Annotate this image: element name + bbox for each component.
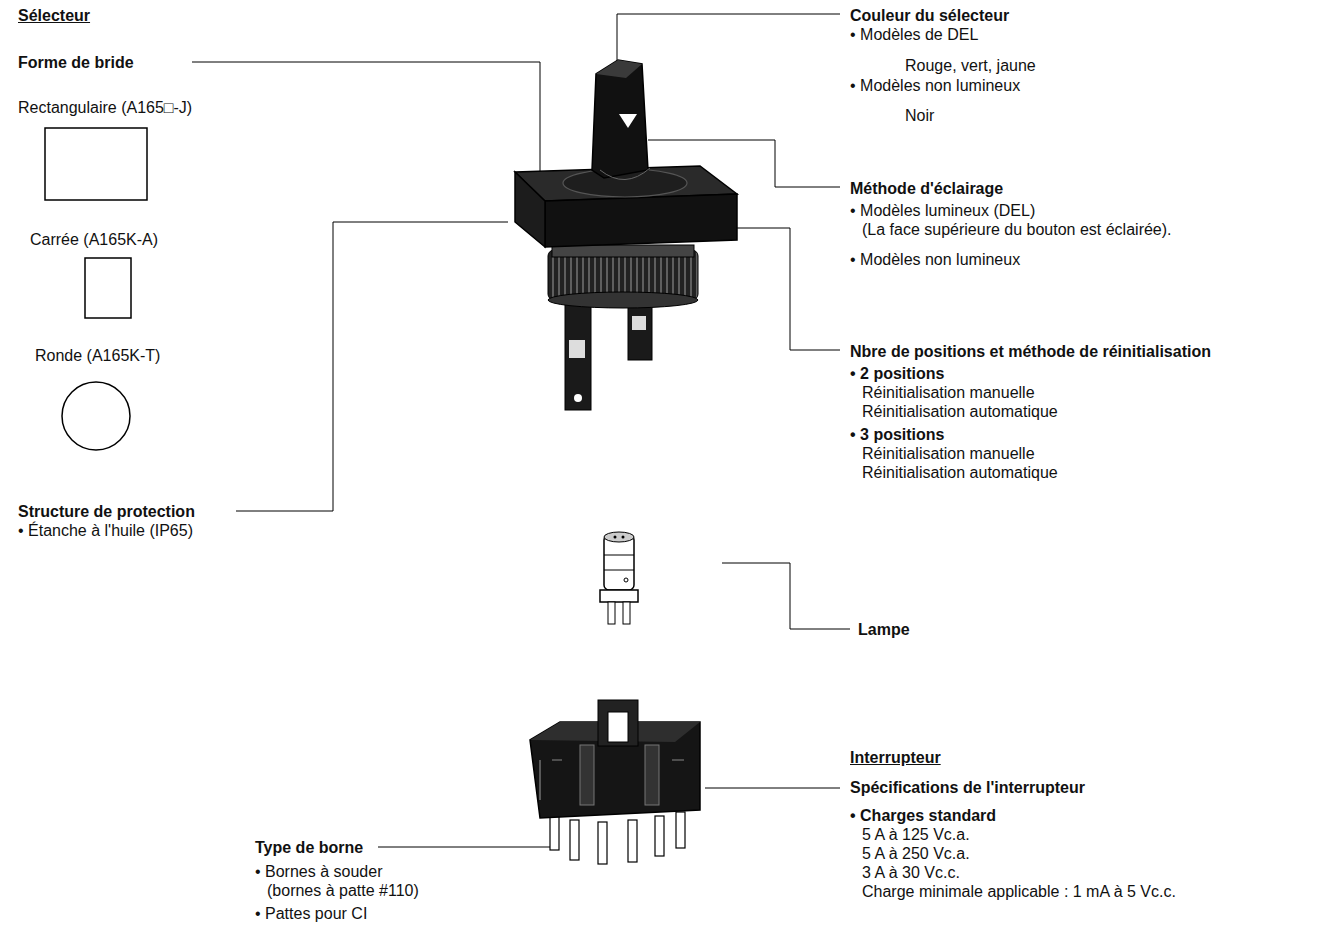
rect-flange	[45, 128, 147, 200]
section-heading: Spécifications de l'interrupteur	[850, 778, 1085, 797]
spec-text: Réinitialisation automatique	[862, 402, 1058, 421]
spec-text: Charge minimale applicable : 1 mA à 5 Vc…	[862, 882, 1176, 901]
spec-text: • Modèles de DEL	[850, 25, 978, 44]
section-heading: Forme de bride	[18, 53, 134, 72]
spec-text: 3 A à 30 Vc.c.	[862, 863, 960, 882]
section-heading: Nbre de positions et méthode de réinitia…	[850, 342, 1211, 361]
section-heading: • 2 positions	[850, 364, 945, 383]
spec-text: Réinitialisation manuelle	[862, 383, 1035, 402]
section-heading: Couleur du sélecteur	[850, 6, 1009, 25]
section-heading: Lampe	[858, 620, 910, 639]
round-flange	[62, 382, 130, 450]
leader-lines	[192, 14, 850, 847]
spec-text: Rectangulaire (A165□-J)	[18, 98, 192, 117]
spec-text: • Modèles lumineux (DEL)	[850, 201, 1035, 220]
spec-text: • Modèles non lumineux	[850, 250, 1020, 269]
spec-text: Carrée (A165K-A)	[30, 230, 158, 249]
section-heading: • Charges standard	[850, 806, 996, 825]
section-heading: Sélecteur	[18, 6, 90, 25]
spec-text: (La face supérieure du bouton est éclair…	[862, 220, 1172, 239]
spec-text: Noir	[905, 106, 934, 125]
spec-text: Réinitialisation automatique	[862, 463, 1058, 482]
spec-text: • Modèles non lumineux	[850, 76, 1020, 95]
spec-text: • Pattes pour CI	[255, 904, 367, 923]
section-heading: Interrupteur	[850, 748, 941, 767]
spec-text: Réinitialisation manuelle	[862, 444, 1035, 463]
selector-illustration	[515, 60, 737, 410]
switch-illustration	[530, 700, 700, 864]
spec-text: 5 A à 250 Vc.a.	[862, 844, 970, 863]
spec-text: • Bornes à souder	[255, 862, 382, 881]
spec-text: 5 A à 125 Vc.a.	[862, 825, 970, 844]
lamp-illustration	[600, 532, 638, 624]
spec-text: (bornes à patte #110)	[267, 881, 419, 900]
section-heading: Méthode d'éclairage	[850, 179, 1003, 198]
section-heading: • 3 positions	[850, 425, 945, 444]
section-heading: Type de borne	[255, 838, 363, 857]
spec-text: • Étanche à l'huile (IP65)	[18, 521, 193, 540]
spec-text: Rouge, vert, jaune	[905, 56, 1036, 75]
square-flange	[85, 258, 131, 318]
spec-text: Ronde (A165K-T)	[35, 346, 160, 365]
section-heading: Structure de protection	[18, 502, 195, 521]
